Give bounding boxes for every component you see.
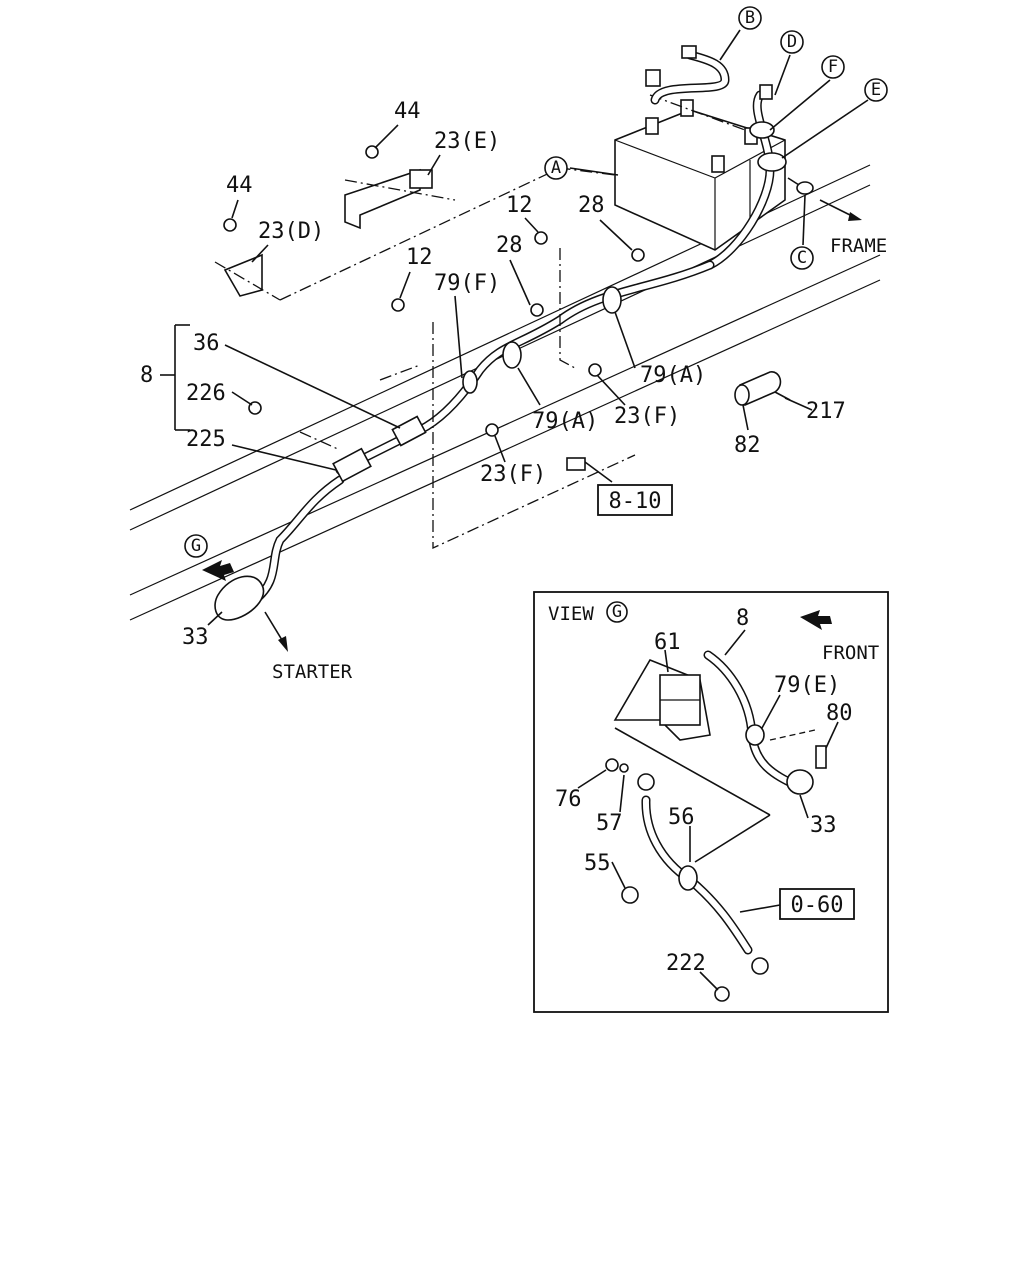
callout-c: C bbox=[790, 246, 814, 270]
label-starter: STARTER bbox=[272, 661, 353, 683]
ref-box-8-10-text: 8-10 bbox=[609, 489, 662, 514]
callout-g-text: G bbox=[191, 536, 201, 556]
label-23e: 23(E) bbox=[434, 129, 500, 154]
callout-b-text: B bbox=[745, 8, 755, 28]
leader-lines bbox=[160, 29, 869, 652]
view-callout-g-text: G bbox=[612, 602, 622, 622]
label-44-top: 44 bbox=[394, 99, 421, 124]
view-label-222: 222 bbox=[666, 951, 706, 976]
label-44-left: 44 bbox=[226, 173, 253, 198]
view-label-56: 56 bbox=[668, 805, 695, 830]
brackets bbox=[214, 168, 456, 301]
callout-b: B bbox=[738, 6, 762, 30]
callout-f: F bbox=[821, 55, 845, 79]
view-label-80: 80 bbox=[826, 701, 853, 726]
view-front: FRONT bbox=[822, 642, 879, 664]
callout-e-text: E bbox=[871, 80, 881, 100]
view-label-76: 76 bbox=[555, 787, 582, 812]
front-arrow-icon bbox=[800, 610, 832, 630]
label-36: 36 bbox=[193, 331, 220, 356]
battery-cables bbox=[645, 45, 814, 270]
label-225: 225 bbox=[186, 427, 226, 452]
ref-box-0-60-text: 0-60 bbox=[791, 893, 844, 918]
ref-box-0-60: 0-60 bbox=[779, 888, 855, 920]
callout-f-text: F bbox=[828, 57, 838, 77]
label-23f-left: 23(F) bbox=[480, 462, 546, 487]
label-23d: 23(D) bbox=[258, 219, 324, 244]
label-frame: FRAME bbox=[830, 235, 887, 257]
view-label-8: 8 bbox=[736, 606, 749, 631]
view-label-55: 55 bbox=[584, 851, 611, 876]
main-harness bbox=[214, 260, 715, 621]
label-23f-right: 23(F) bbox=[614, 404, 680, 429]
label-79a-left: 79(A) bbox=[532, 409, 598, 434]
battery bbox=[614, 94, 786, 251]
view-label-33: 33 bbox=[810, 813, 837, 838]
label-79a-right: 79(A) bbox=[640, 363, 706, 388]
view-label-79e: 79(E) bbox=[774, 673, 840, 698]
callout-c-text: C bbox=[797, 248, 807, 268]
callout-a: A bbox=[544, 156, 568, 180]
label-217: 217 bbox=[806, 399, 846, 424]
callout-e: E bbox=[864, 78, 888, 102]
view-label-61: 61 bbox=[654, 630, 681, 655]
fasteners bbox=[223, 145, 645, 471]
ref-box-8-10: 8-10 bbox=[597, 484, 673, 516]
view-label-57: 57 bbox=[596, 811, 623, 836]
view-title: VIEW bbox=[548, 603, 594, 625]
label-33: 33 bbox=[182, 625, 209, 650]
view-g-inset: VIEW G FRONT bbox=[533, 591, 889, 1013]
guide-lines bbox=[279, 167, 636, 550]
callout-d: D bbox=[780, 30, 804, 54]
label-28-left: 28 bbox=[496, 233, 523, 258]
label-8: 8 bbox=[140, 363, 153, 388]
label-12-right: 12 bbox=[506, 193, 533, 218]
callout-d-text: D bbox=[787, 32, 797, 52]
part-82-217 bbox=[734, 371, 791, 407]
label-28-right: 28 bbox=[578, 193, 605, 218]
callout-g: G bbox=[184, 534, 208, 558]
label-79f: 79(F) bbox=[434, 271, 500, 296]
label-82: 82 bbox=[734, 433, 761, 458]
label-226: 226 bbox=[186, 381, 226, 406]
g-view-arrow bbox=[202, 560, 234, 581]
label-12-left: 12 bbox=[406, 245, 433, 270]
callout-a-text: A bbox=[551, 158, 561, 178]
